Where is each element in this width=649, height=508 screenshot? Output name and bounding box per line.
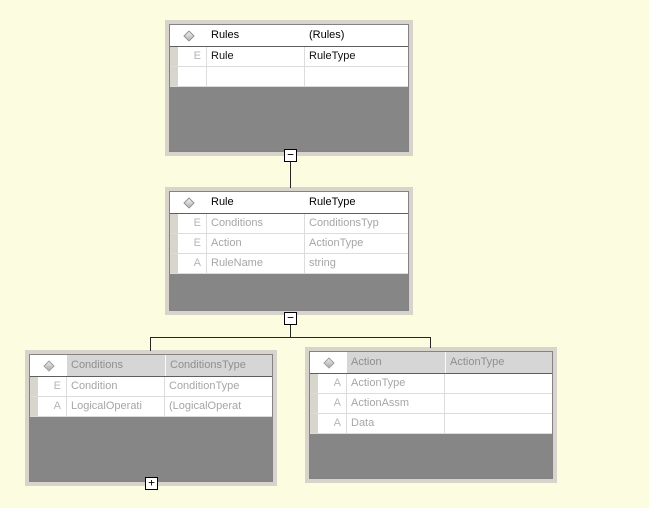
- table-body-area: [30, 417, 272, 481]
- row-gutter: [30, 377, 38, 396]
- row-gutter: [170, 67, 178, 86]
- table-name: Action: [347, 352, 445, 373]
- row-type: ActionType: [309, 237, 364, 249]
- table-frame: Rule RuleType E Conditions ConditionsTyp…: [169, 191, 409, 311]
- row-type: [445, 374, 552, 393]
- collapse-button-rules[interactable]: −: [284, 149, 297, 162]
- table-name: Rules: [211, 29, 240, 41]
- row-name: Action: [207, 234, 305, 253]
- row-type: (LogicalOperat: [169, 400, 242, 412]
- row-type: [305, 67, 408, 86]
- diamond-icon: [182, 29, 195, 42]
- row-tag: E: [178, 47, 207, 66]
- table-body-area: [170, 274, 408, 310]
- row-tag: E: [178, 234, 207, 253]
- field-row[interactable]: A RuleName string: [170, 254, 408, 274]
- row-gutter: [170, 234, 178, 253]
- table-header[interactable]: Rules (Rules): [170, 25, 408, 47]
- row-type: RuleType: [309, 50, 356, 62]
- row-name: ActionAssm: [347, 394, 445, 413]
- connector-line: [150, 337, 151, 351]
- table-frame: Conditions ConditionsType E Condition Co…: [29, 354, 273, 482]
- row-gutter: [170, 47, 178, 66]
- field-row[interactable]: A ActionAssm: [310, 394, 552, 414]
- table-body-area: [310, 434, 552, 478]
- row-gutter: [30, 397, 38, 416]
- field-row[interactable]: E Action ActionType: [170, 234, 408, 254]
- table-header[interactable]: Action ActionType: [310, 352, 552, 374]
- expand-button-conditions[interactable]: +: [145, 477, 158, 490]
- table-header[interactable]: Conditions ConditionsType: [30, 355, 272, 377]
- row-tag: A: [38, 397, 67, 416]
- row-name: ActionType: [347, 374, 445, 393]
- row-name: [207, 67, 305, 86]
- connector-line: [290, 161, 291, 188]
- field-row[interactable]: A LogicalOperati (LogicalOperat: [30, 397, 272, 417]
- table-body-area: [170, 87, 408, 151]
- field-row[interactable]: A ActionType: [310, 374, 552, 394]
- collapse-button-rule[interactable]: −: [284, 312, 297, 325]
- row-gutter: [310, 394, 318, 413]
- field-row[interactable]: E Condition ConditionType: [30, 377, 272, 397]
- field-row-empty[interactable]: [170, 67, 408, 87]
- table-name: Rule: [211, 196, 234, 208]
- row-name: Condition: [67, 377, 165, 396]
- row-tag: E: [38, 377, 67, 396]
- row-type: ConditionType: [169, 380, 240, 392]
- connector-line: [430, 337, 431, 348]
- field-row[interactable]: E Rule RuleType: [170, 47, 408, 67]
- diamond-icon: [42, 359, 55, 372]
- schema-table-rule[interactable]: Rule RuleType E Conditions ConditionsTyp…: [165, 187, 413, 315]
- row-gutter: [310, 414, 318, 433]
- field-row[interactable]: A Data: [310, 414, 552, 434]
- table-name: Conditions: [67, 355, 165, 376]
- row-tag: A: [318, 394, 347, 413]
- row-type: ConditionsTyp: [309, 217, 379, 229]
- connector-line: [290, 324, 291, 338]
- diamond-icon: [322, 356, 335, 369]
- row-name: RuleName: [207, 254, 305, 273]
- row-type: string: [309, 257, 336, 269]
- diamond-icon: [182, 196, 195, 209]
- row-tag: A: [318, 374, 347, 393]
- table-type: RuleType: [309, 196, 356, 208]
- connector-line: [150, 337, 431, 338]
- row-type: [445, 394, 552, 413]
- row-gutter: [310, 374, 318, 393]
- table-type: (Rules): [309, 29, 345, 41]
- schema-table-action[interactable]: Action ActionType A ActionType A ActionA…: [305, 347, 557, 483]
- row-gutter: [170, 214, 178, 233]
- schema-table-conditions[interactable]: Conditions ConditionsType E Condition Co…: [25, 350, 277, 486]
- row-tag: A: [318, 414, 347, 433]
- row-type: [445, 414, 552, 433]
- table-type: ActionType: [445, 352, 552, 373]
- table-header[interactable]: Rule RuleType: [170, 192, 408, 214]
- row-tag: [178, 67, 207, 86]
- row-tag: E: [178, 214, 207, 233]
- row-tag: A: [178, 254, 207, 273]
- row-name: LogicalOperati: [67, 397, 165, 416]
- row-name: Data: [347, 414, 445, 433]
- table-frame: Action ActionType A ActionType A ActionA…: [309, 351, 553, 479]
- table-frame: Rules (Rules) E Rule RuleType: [169, 24, 409, 152]
- schema-table-rules[interactable]: Rules (Rules) E Rule RuleType: [165, 20, 413, 156]
- row-name: Conditions: [207, 214, 305, 233]
- row-gutter: [170, 254, 178, 273]
- row-name: Rule: [207, 47, 305, 66]
- table-type: ConditionsType: [165, 355, 272, 376]
- field-row[interactable]: E Conditions ConditionsTyp: [170, 214, 408, 234]
